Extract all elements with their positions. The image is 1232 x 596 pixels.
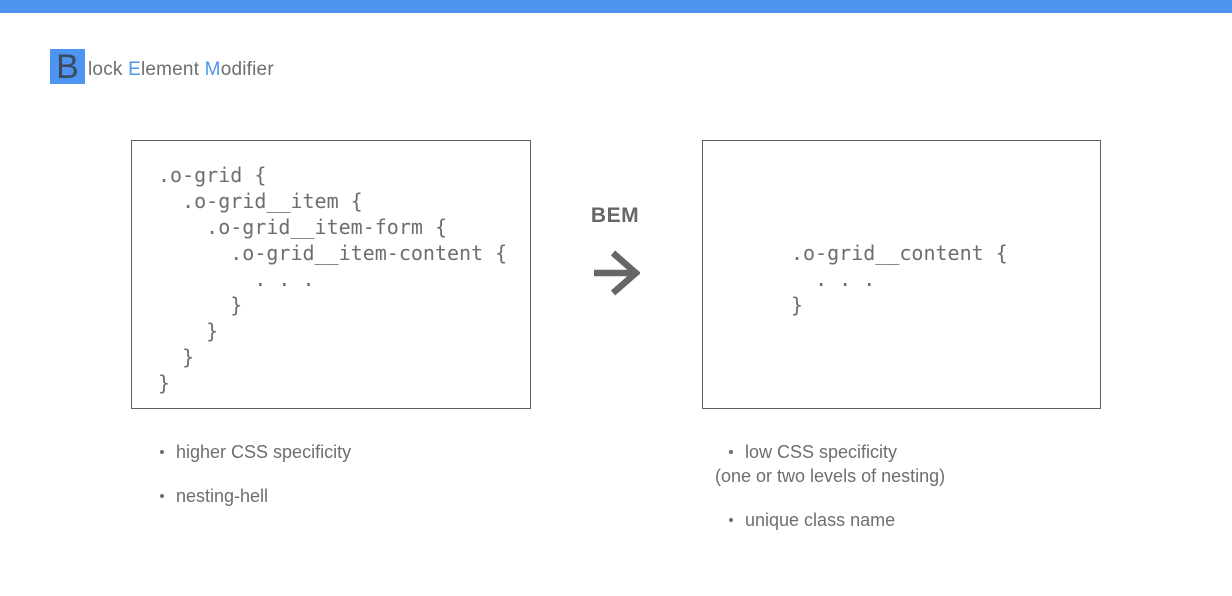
bullet-dot-icon bbox=[160, 450, 164, 454]
bem-label: BEM bbox=[590, 204, 640, 227]
title-initial-box: B bbox=[50, 48, 85, 86]
top-accent-bar bbox=[0, 0, 1232, 13]
note-item: higher CSS specificity bbox=[160, 440, 351, 464]
before-code-panel: .o-grid { .o-grid__item { .o-grid__item-… bbox=[131, 140, 531, 409]
note-text: unique class name bbox=[745, 510, 896, 530]
before-notes: higher CSS specificity nesting-hell bbox=[160, 440, 351, 528]
note-item: low CSS specificity (one or two levels o… bbox=[715, 440, 1045, 488]
title-segment: odifier bbox=[220, 59, 274, 80]
before-code: .o-grid { .o-grid__item { .o-grid__item-… bbox=[158, 163, 508, 395]
right-arrow-icon bbox=[593, 249, 641, 296]
title-segment: lement bbox=[140, 59, 205, 80]
title: B lock Element Modifier bbox=[50, 48, 274, 86]
note-item: nesting-hell bbox=[160, 484, 351, 508]
after-notes: low CSS specificity (one or two levels o… bbox=[715, 440, 1045, 552]
note-text: higher CSS specificity bbox=[176, 442, 352, 462]
title-segment-highlight: M bbox=[204, 59, 221, 80]
note-text: nesting-hell bbox=[176, 486, 269, 506]
title-segment: lock bbox=[88, 59, 129, 80]
note-item: unique class name bbox=[715, 508, 1045, 532]
after-code-panel: .o-grid__content { . . . } bbox=[702, 140, 1101, 409]
bullet-dot-icon bbox=[729, 518, 733, 522]
after-code: .o-grid__content { . . . } bbox=[791, 241, 1008, 317]
note-line: low CSS specificity bbox=[715, 440, 1045, 464]
note-text: low CSS specificity bbox=[745, 442, 898, 462]
note-line-continuation: (one or two levels of nesting) bbox=[715, 466, 946, 486]
title-text: lock Element Modifier bbox=[88, 59, 274, 84]
bullet-dot-icon bbox=[729, 450, 733, 454]
title-segment-highlight: E bbox=[128, 59, 141, 80]
title-initial-letter: B bbox=[56, 48, 79, 86]
bullet-dot-icon bbox=[160, 494, 164, 498]
